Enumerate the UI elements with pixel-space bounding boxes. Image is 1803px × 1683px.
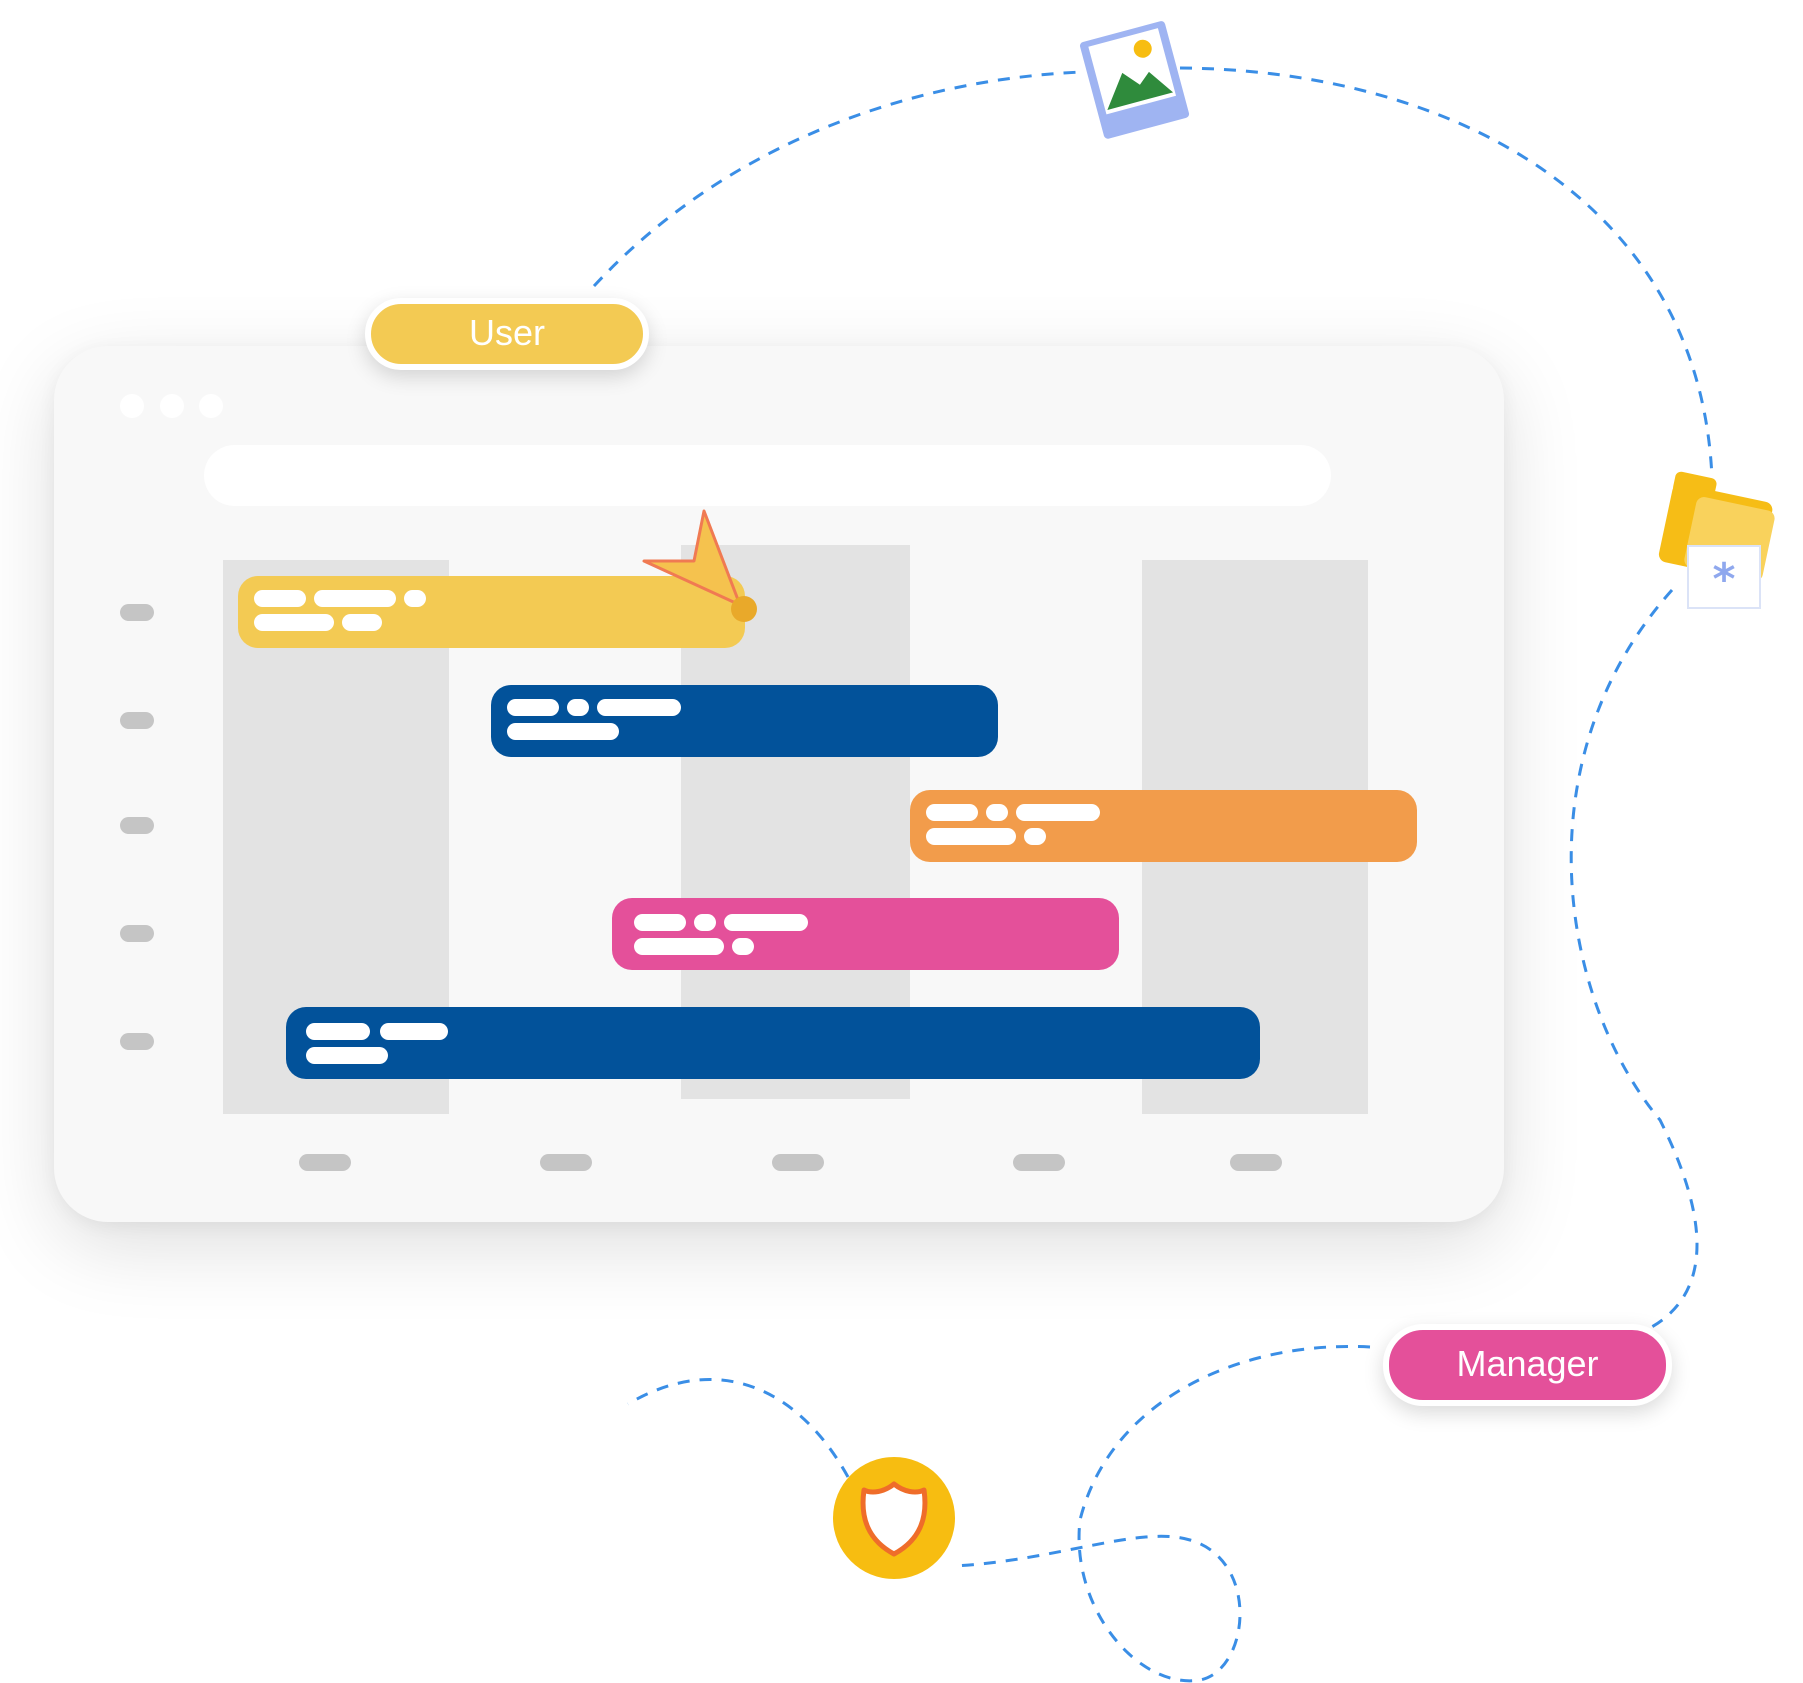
gantt-bar[interactable] [286, 1007, 1260, 1079]
folder-icon: * [1658, 471, 1775, 609]
gantt-bar[interactable] [612, 898, 1119, 970]
gantt-bar[interactable] [491, 685, 998, 757]
row-tick [120, 925, 154, 942]
window-dot [199, 394, 223, 418]
row-tick [120, 817, 154, 834]
row-tick [120, 604, 154, 621]
svg-text:*: * [1712, 554, 1735, 605]
column-tick [299, 1154, 351, 1171]
gantt-bar[interactable] [910, 790, 1417, 862]
row-tick [120, 1033, 154, 1050]
user-role-label: User [365, 298, 649, 370]
row-tick [120, 712, 154, 729]
gantt-bar[interactable] [238, 576, 745, 648]
app-window [54, 346, 1504, 1222]
column-tick [1013, 1154, 1065, 1171]
window-dot [160, 394, 184, 418]
manager-role-label: Manager [1383, 1324, 1672, 1406]
column-tick [772, 1154, 824, 1171]
column-tick [540, 1154, 592, 1171]
cursor-icon [642, 509, 757, 622]
window-dot [120, 394, 144, 418]
image-icon [1079, 21, 1190, 139]
address-bar [204, 445, 1331, 506]
column-tick [1230, 1154, 1282, 1171]
shield-icon [833, 1457, 955, 1579]
